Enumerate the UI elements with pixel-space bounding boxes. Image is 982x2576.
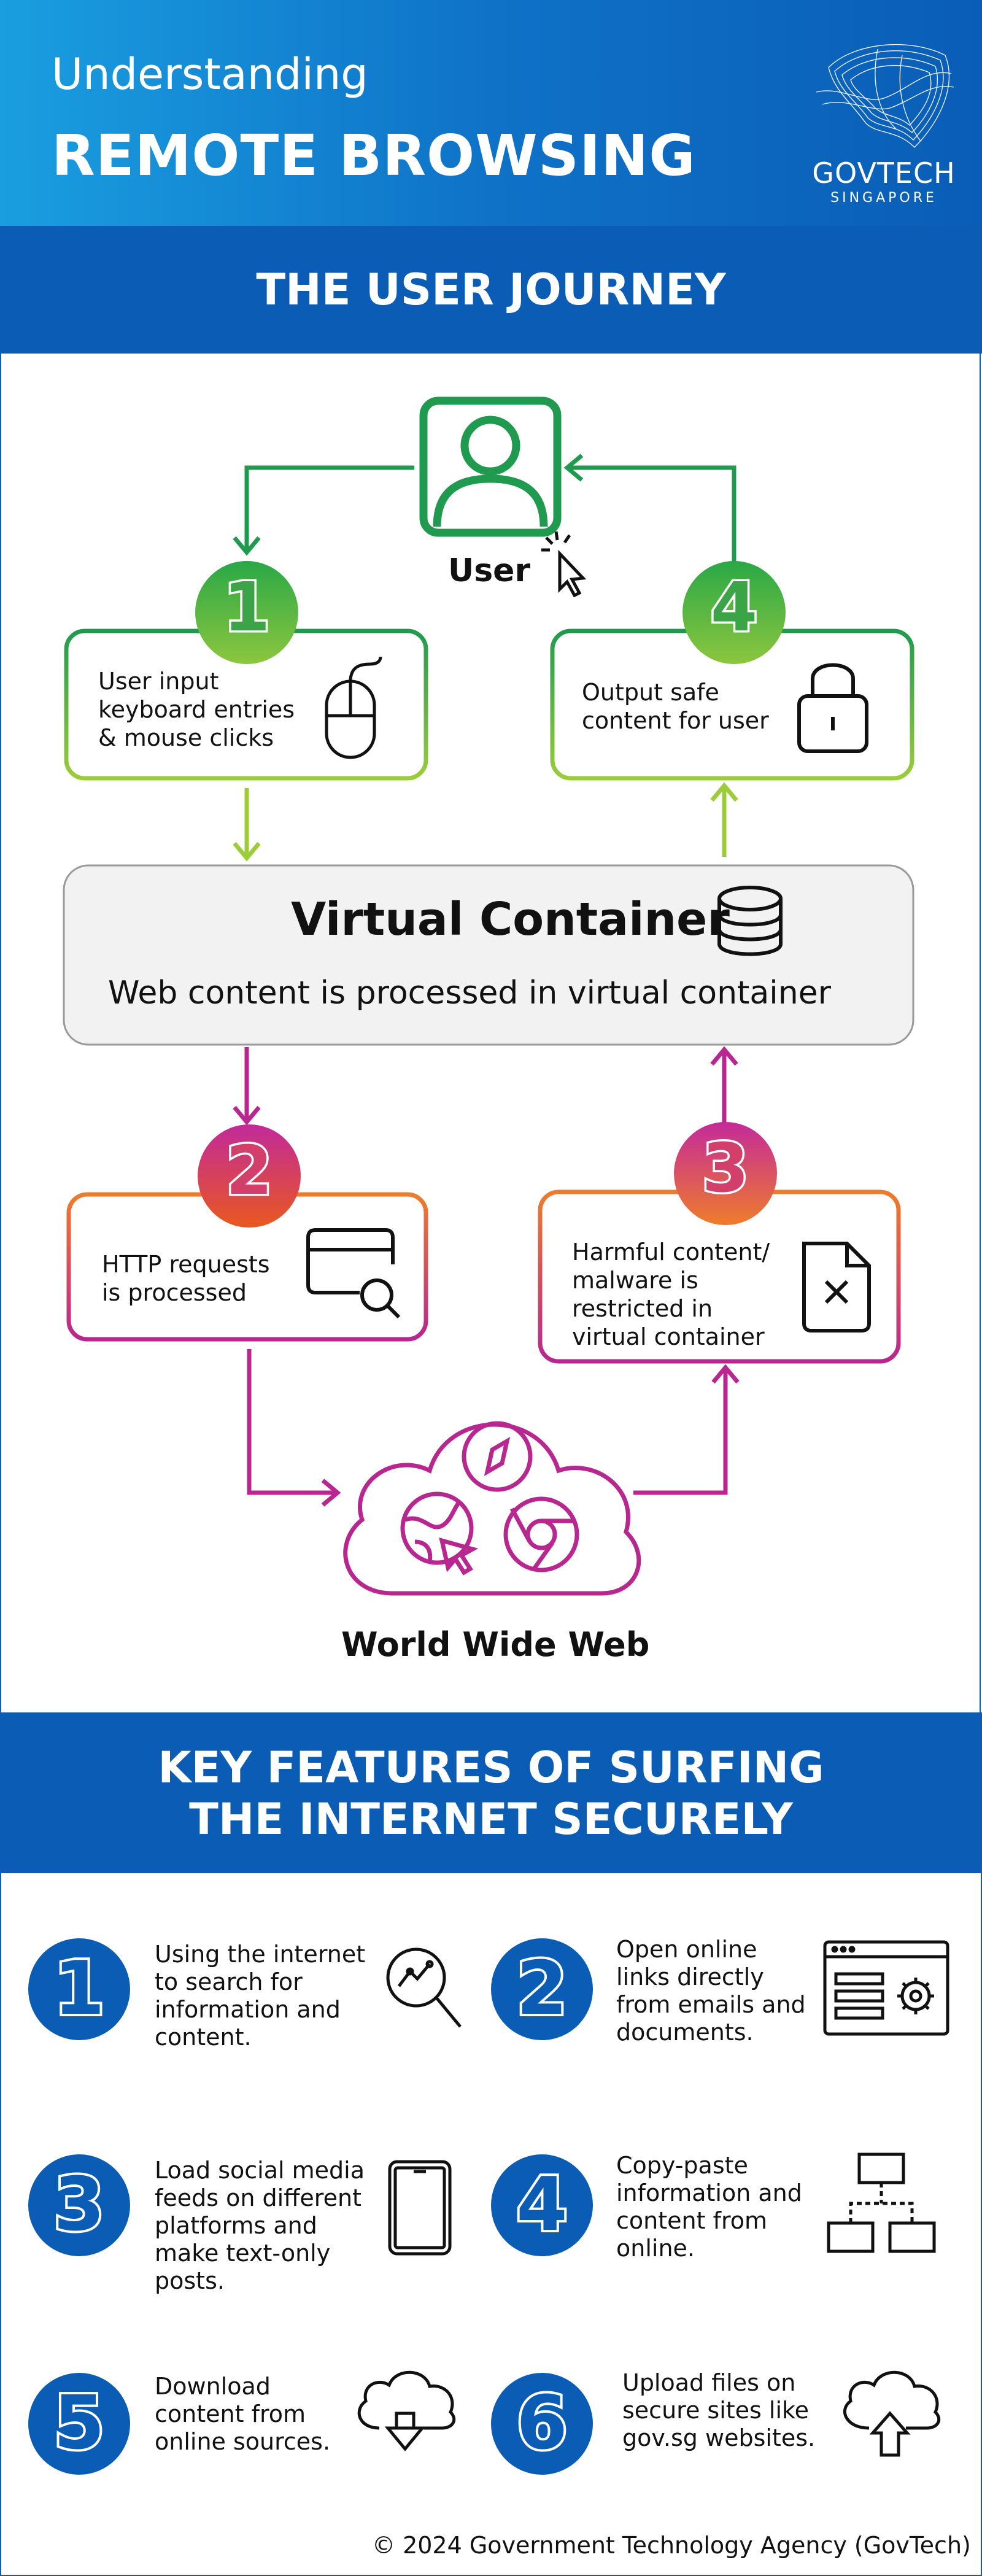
header-banner: Understanding REMOTE BROWSING GOVTECH SI… <box>0 0 982 226</box>
step-1-badge <box>195 561 298 664</box>
logo-name: GOVTECH <box>812 157 956 190</box>
feature-2-number: 2 <box>514 1944 570 2034</box>
step-4-number: 4 <box>708 568 760 646</box>
step-4-badge <box>682 561 786 664</box>
step-4-text: Output safe content for user <box>582 679 769 734</box>
step-1-number: 1 <box>221 568 273 646</box>
pointer-icon <box>439 1537 479 1576</box>
compass-icon <box>462 1421 533 1492</box>
journey-frame <box>0 354 981 1712</box>
database-icon <box>717 886 783 956</box>
feature-6-number: 6 <box>514 2378 570 2469</box>
feature-3-badge <box>28 2154 130 2256</box>
step-3-number: 3 <box>700 1129 751 1207</box>
browser-settings-icon <box>823 1940 949 2036</box>
world-wide-web-label: World Wide Web <box>341 1625 650 1664</box>
header-title: REMOTE BROWSING <box>52 123 696 188</box>
web-search-icon <box>306 1228 401 1319</box>
step-3-text: Harmful content/ malware is restricted i… <box>572 1239 770 1350</box>
features-frame <box>0 1873 982 2576</box>
feature-4-badge <box>491 2154 593 2256</box>
feature-6-badge <box>491 2373 593 2475</box>
step-2-badge <box>198 1124 301 1228</box>
header-subtitle: Understanding <box>52 49 368 99</box>
user-icon <box>419 396 562 537</box>
user-journey-diagram <box>63 396 914 1596</box>
feature-4-number: 4 <box>514 2160 570 2250</box>
user-journey-heading: THE USER JOURNEY <box>0 226 982 354</box>
blocked-file-icon <box>802 1242 871 1332</box>
feature-5-number: 5 <box>51 2378 107 2469</box>
cloud-upload-icon <box>843 2370 941 2457</box>
search-icon <box>386 1947 462 2028</box>
hierarchy-icon <box>827 2152 936 2253</box>
copyright-footer: © 2024 Government Technology Agency (Gov… <box>372 2532 971 2559</box>
cloud-download-icon <box>357 2370 456 2451</box>
step-1-text: User input keyboard entries & mouse clic… <box>98 668 295 751</box>
world-wide-web-icon <box>343 1421 641 1596</box>
mouse-icon <box>325 656 382 759</box>
chrome-icon <box>503 1496 579 1572</box>
step-2-text: HTTP requests is processed <box>102 1251 270 1306</box>
step-2-number: 2 <box>223 1131 275 1210</box>
logo-country: SINGAPORE <box>830 190 937 206</box>
step-3-badge <box>674 1122 777 1225</box>
virtual-container-description: Web content is processed in virtual cont… <box>108 975 832 1011</box>
feature-2-badge <box>491 1938 593 2040</box>
globe-icon <box>400 1491 474 1565</box>
user-label: User <box>448 552 531 589</box>
feature-3-number: 3 <box>51 2160 107 2250</box>
govtech-logo-icon <box>816 44 954 148</box>
feature-1-badge <box>28 1938 130 2040</box>
feature-1-number: 1 <box>51 1944 107 2034</box>
lock-icon <box>797 663 868 753</box>
key-features-heading: KEY FEATURES OF SURFING THE INTERNET SEC… <box>0 1712 982 1873</box>
virtual-container-title: Virtual Container <box>291 893 730 946</box>
feature-5-badge <box>28 2373 130 2475</box>
virtual-container-box <box>63 864 914 1046</box>
smartphone-icon <box>388 2160 452 2256</box>
cursor-click-icon <box>541 531 587 598</box>
